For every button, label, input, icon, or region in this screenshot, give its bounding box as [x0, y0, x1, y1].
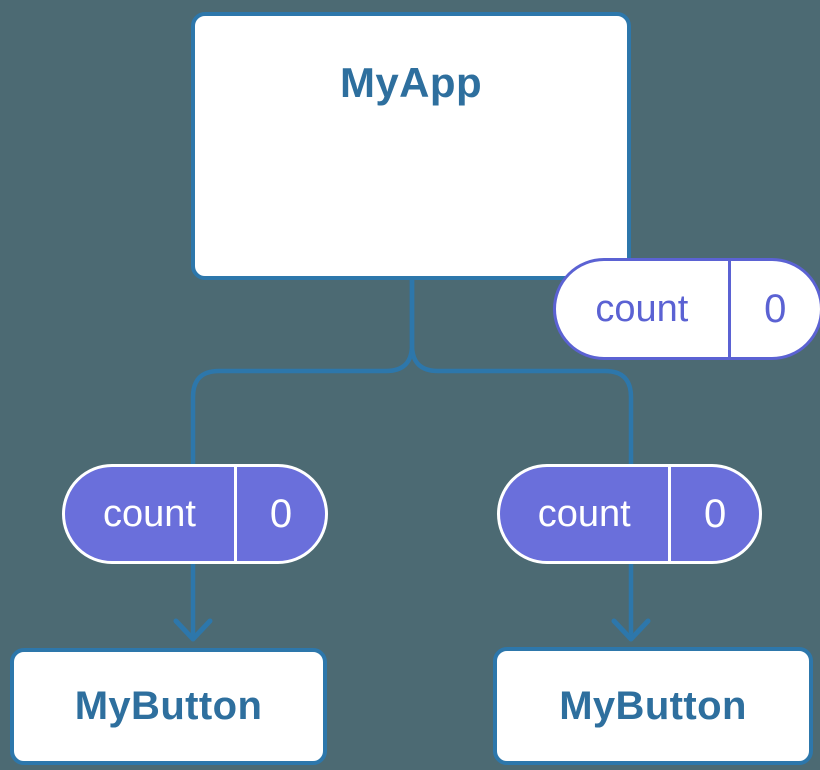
down-arrow-icon-left [173, 618, 213, 642]
state-pill: count 0 [553, 258, 820, 360]
myapp-title: MyApp [339, 59, 483, 106]
myapp-card: MyApp count 0 [191, 12, 820, 360]
prop-pill-left-key: count [103, 492, 196, 535]
prop-pill-right: count 0 [497, 464, 762, 564]
branch-connector-left [190, 277, 415, 639]
state-pill-value: 0 [727, 261, 820, 357]
prop-pill-left-value: 0 [234, 467, 325, 561]
prop-pill-left: count 0 [62, 464, 328, 564]
state-pill-key: count [595, 287, 689, 330]
mybutton-left-title: MyButton [74, 684, 263, 728]
prop-pill-right-key: count [537, 492, 631, 535]
mybutton-right-title: MyButton [559, 683, 747, 728]
prop-pill-right-value: 0 [668, 467, 759, 561]
mybutton-card-left: MyButton [10, 648, 327, 765]
branch-connector-right [409, 277, 634, 639]
down-arrow-icon-right [611, 618, 651, 642]
mybutton-card-right: MyButton [493, 647, 813, 765]
